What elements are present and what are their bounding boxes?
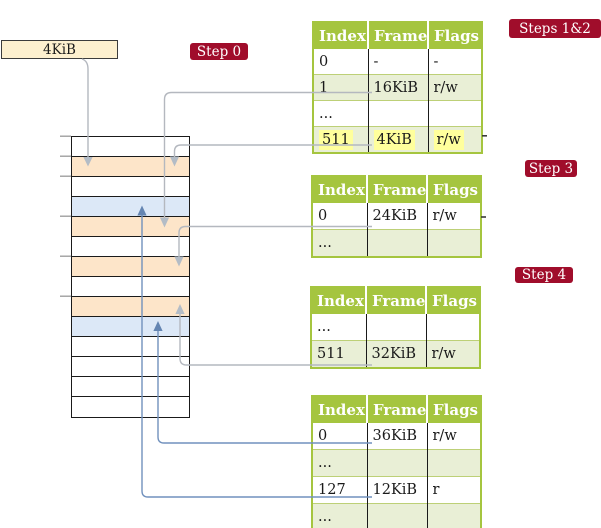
- cell-flags: r: [432, 482, 440, 498]
- cell-frame: 4KiB: [373, 129, 415, 150]
- memory-row-10: [72, 317, 189, 337]
- memory-row-1: [72, 137, 189, 157]
- memory-row-14: [72, 397, 189, 417]
- column-header-index: Index: [313, 22, 368, 49]
- badge-step-3-text: Step 3: [528, 160, 574, 177]
- cell-index: ...: [317, 319, 331, 335]
- cell-flags: r/w: [432, 428, 457, 444]
- cell-frame: -: [373, 53, 379, 70]
- badge-step-3: Step 3: [525, 160, 577, 177]
- page-table-2: Index Frame Flags ... 511 32KiB r/w: [310, 286, 481, 369]
- page-table-3: Index Frame Flags 0 36KiB r/w ... 127 12…: [311, 395, 482, 528]
- table-row: 0 - -: [313, 49, 482, 75]
- column-header-frame: Frame: [366, 396, 427, 423]
- table-row: ...: [312, 229, 481, 257]
- table-row: ...: [311, 314, 480, 341]
- column-header-frame: Frame: [366, 176, 427, 203]
- table-row: ...: [313, 100, 482, 127]
- memory-row-8: [72, 277, 189, 297]
- table-header-row: Index Frame Flags: [312, 176, 481, 203]
- table-row: 127 12KiB r: [312, 476, 481, 504]
- table-row: 0 24KiB r/w: [312, 203, 481, 230]
- memory-row-9: [72, 297, 189, 317]
- badge-step-4-text: Step 4: [521, 267, 567, 283]
- cell-index: ...: [318, 509, 332, 525]
- cell-frame: 24KiB: [372, 208, 418, 224]
- cell-frame: 12KiB: [372, 482, 418, 498]
- column-header-index: Index: [312, 396, 367, 423]
- cell-flags: r/w: [433, 129, 464, 150]
- memory-column: [71, 136, 190, 418]
- cell-frame: 32KiB: [371, 346, 417, 362]
- frame-size-label-text: 4KiB: [43, 41, 76, 58]
- memory-row-13: [72, 377, 189, 397]
- memory-row-4: [72, 197, 189, 217]
- badge-steps-1-2-text: Steps 1&2: [519, 20, 591, 37]
- cell-index: 0: [318, 208, 328, 224]
- memory-row-6: [72, 237, 189, 257]
- memory-row-12: [72, 357, 189, 377]
- memory-row-3: [72, 177, 189, 197]
- cell-index: 511: [317, 346, 345, 362]
- cell-index: 1: [319, 79, 329, 96]
- page-table-1: Index Frame Flags 0 24KiB r/w ...: [311, 175, 482, 258]
- badge-step-0-text: Step 0: [196, 43, 242, 60]
- memory-row-11: [72, 337, 189, 357]
- column-header-flags: Flags: [426, 396, 481, 423]
- page-table-0: Index Frame Flags 0 - - 1 16KiB r/w ... …: [312, 21, 483, 154]
- table-row-highlighted: 511 4KiB r/w: [313, 126, 482, 153]
- cell-index: ...: [319, 105, 333, 122]
- cell-flags: r/w: [431, 346, 456, 362]
- column-header-flags: Flags: [426, 176, 481, 203]
- table-row: 511 32KiB r/w: [311, 340, 480, 368]
- column-header-index: Index: [312, 176, 367, 203]
- table-header-row: Index Frame Flags: [312, 396, 481, 423]
- table-row: 0 36KiB r/w: [312, 423, 481, 450]
- column-header-index: Index: [311, 287, 366, 314]
- cell-flags: -: [433, 53, 439, 70]
- cell-index: 0: [319, 53, 329, 70]
- column-header-flags: Flags: [427, 22, 482, 49]
- cell-frame: 36KiB: [372, 428, 418, 444]
- table-row: ...: [312, 503, 481, 528]
- column-header-flags: Flags: [425, 287, 480, 314]
- column-header-frame: Frame: [365, 287, 426, 314]
- table-header-row: Index Frame Flags: [313, 22, 482, 49]
- badge-step-4: Step 4: [515, 267, 573, 283]
- cell-flags: r/w: [433, 79, 458, 96]
- cell-index: 511: [319, 129, 353, 150]
- memory-row-7: [72, 257, 189, 277]
- memory-row-5: [72, 217, 189, 237]
- column-header-frame: Frame: [367, 22, 428, 49]
- badge-steps-1-2: Steps 1&2: [509, 19, 601, 38]
- table-row: 1 16KiB r/w: [313, 74, 482, 101]
- badge-step-0: Step 0: [190, 43, 248, 60]
- cell-index: ...: [318, 235, 332, 251]
- cell-frame: 16KiB: [373, 79, 419, 96]
- cell-index: 0: [318, 428, 328, 444]
- cell-flags: r/w: [432, 208, 457, 224]
- cell-index: ...: [318, 455, 332, 471]
- frame-size-label: 4KiB: [1, 40, 118, 59]
- memory-row-2: [72, 157, 189, 177]
- cell-index: 127: [318, 482, 346, 498]
- table-row: ...: [312, 449, 481, 477]
- table-header-row: Index Frame Flags: [311, 287, 480, 314]
